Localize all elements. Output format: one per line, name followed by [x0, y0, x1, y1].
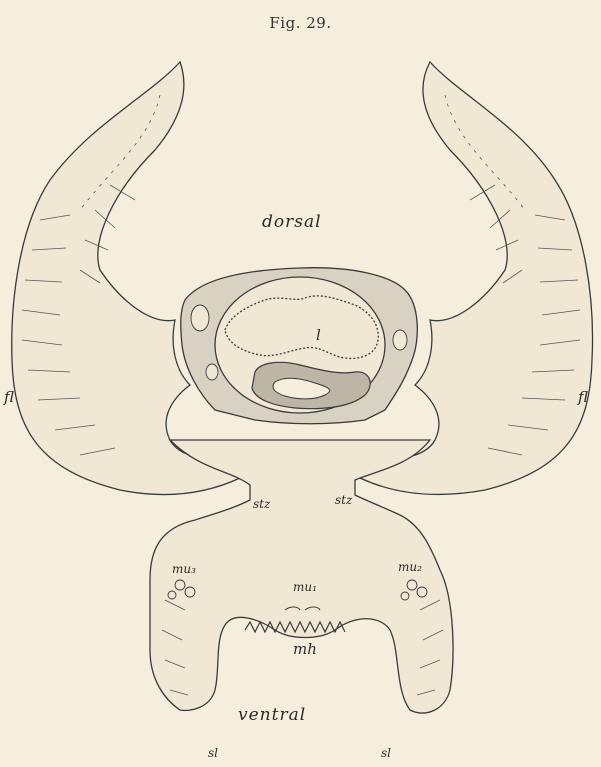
- label-mu2: mu₂: [398, 560, 422, 574]
- label-sl-right: sl: [381, 746, 391, 760]
- right-fin: [360, 62, 593, 494]
- label-l: l: [316, 326, 321, 344]
- label-fl-left: fl: [4, 388, 14, 406]
- label-sl-left: sl: [208, 746, 218, 760]
- left-fin: [12, 62, 240, 494]
- label-mu3: mu₃: [172, 562, 196, 576]
- label-stz-left: stz: [253, 497, 270, 511]
- label-dorsal: dorsal: [262, 212, 322, 232]
- label-mu1: mu₁: [293, 580, 317, 594]
- label-fl-right: fl: [578, 388, 588, 406]
- label-mh: mh: [293, 640, 317, 658]
- label-ventral: ventral: [238, 705, 306, 725]
- label-stz-right: stz: [335, 493, 352, 507]
